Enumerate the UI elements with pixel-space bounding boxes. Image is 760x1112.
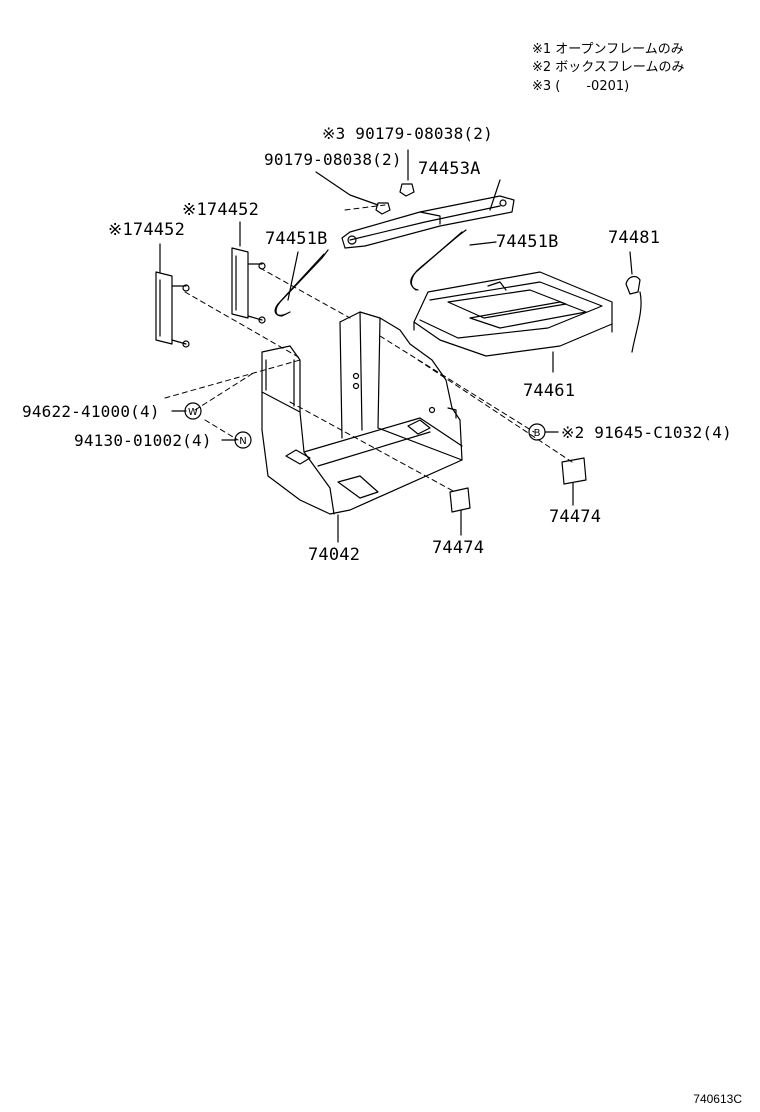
label-hold-down: 74453A: [418, 159, 481, 179]
label-washer: 94622-41000(4): [22, 402, 160, 421]
washer-symbol: [184, 402, 202, 420]
battery-carrier-part: [261, 311, 463, 515]
label-rod-right: 74451B: [496, 232, 559, 252]
note-2: ※2 ボックスフレームのみ: [532, 60, 685, 75]
note-3: ※3 ( -0201): [532, 79, 630, 94]
label-rod-left: 74451B: [265, 229, 328, 249]
washer-symbol-letter: W: [188, 407, 198, 418]
bolt-symbol: [528, 423, 546, 441]
battery-tray-part: [413, 271, 613, 357]
pad-part-right: [561, 457, 587, 485]
label-terminal: 74481: [608, 228, 661, 248]
label-clamp-upper: ※174452: [182, 200, 260, 220]
nut-symbol-letter: N: [239, 436, 246, 447]
label-pad-right: 74474: [549, 507, 602, 527]
hold-down-clamp-part: [341, 183, 515, 249]
label-bolt-s3: ※3 90179-08038(2): [322, 124, 493, 143]
label-tray: 74461: [523, 381, 576, 401]
bolt-symbol-letter: B: [534, 428, 541, 439]
j-bolt-rods: [274, 229, 467, 317]
label-clamp-left: ※174452: [108, 220, 186, 240]
label-bolt-s2: ※2 91645-C1032(4): [561, 423, 732, 442]
drawing-code: 740613C: [693, 1092, 742, 1106]
label-nut: 94130-01002(4): [74, 431, 212, 450]
pad-part-left: [449, 487, 471, 513]
note-1: ※1 オープンフレームのみ: [532, 42, 684, 57]
clamp-part-upper: [231, 247, 266, 324]
terminal-part: [625, 275, 642, 353]
label-carrier: 74042: [308, 545, 361, 565]
label-bolt: 90179-08038(2): [264, 150, 402, 169]
clamp-part-left: [155, 271, 190, 348]
nut-symbol: [234, 431, 252, 449]
leader-lines: [159, 149, 633, 543]
label-pad-left: 74474: [432, 538, 485, 558]
